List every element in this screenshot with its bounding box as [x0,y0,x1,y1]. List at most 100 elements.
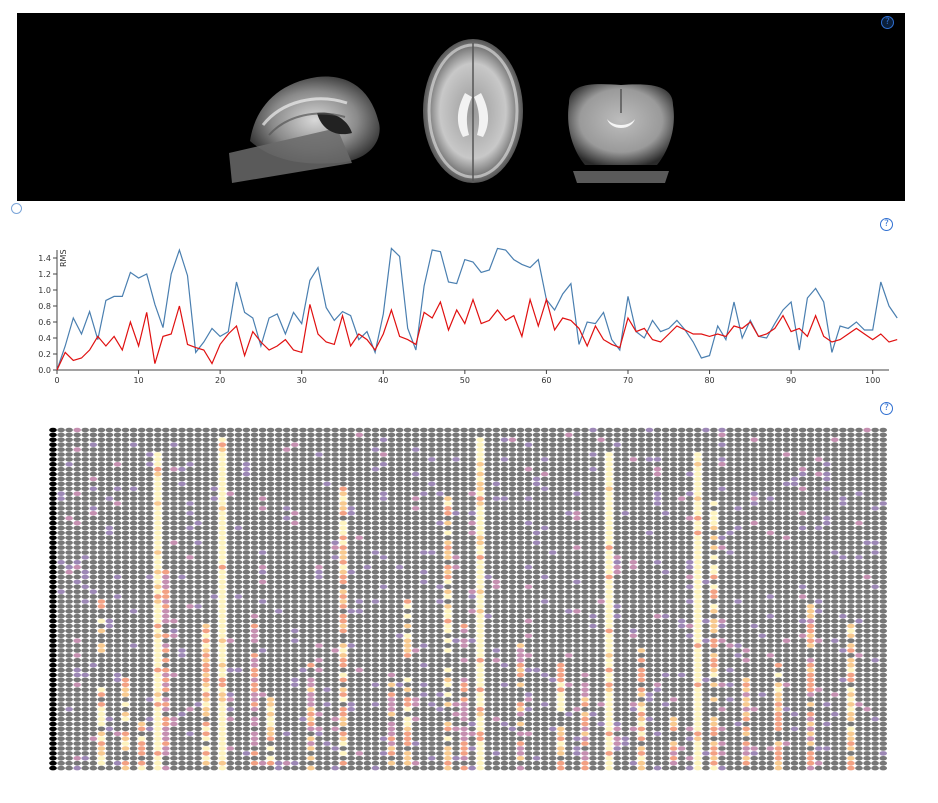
grid-dot [581,594,589,599]
grid-dot [234,579,243,585]
grid-dot [339,746,348,751]
grid-dot [178,589,186,594]
grid-dot [371,653,380,658]
grid-dot [73,765,81,771]
grid-dot [65,594,73,599]
grid-dot [105,731,114,737]
grid-dot [420,751,428,756]
grid-dot [323,726,331,732]
grid-dot [540,618,549,624]
grid-dot [532,555,541,560]
grid-dot [565,530,573,536]
grid-dot [420,697,428,702]
grid-dot [218,560,227,565]
grid-dot [379,623,388,629]
grid-dot [548,569,557,575]
grid-dot [605,481,613,487]
grid-dot [154,751,162,756]
grid-dot [468,481,476,487]
grid-dot [186,751,194,756]
grid-dot [476,466,485,472]
grid-dot [129,545,138,550]
grid-dot [202,437,210,443]
grid-dot [355,638,364,643]
grid-dot [113,560,122,565]
grid-dot [613,506,621,511]
grid-dot [565,437,573,443]
grid-dot [323,462,331,467]
grid-dot [548,760,557,766]
grid-dot [210,672,218,678]
grid-dot [97,623,106,629]
grid-dot [65,736,73,741]
grid-dot [452,511,460,516]
grid-dot [178,579,186,585]
grid-dot [210,457,218,462]
grid-dot [170,447,178,452]
grid-dot [371,628,380,634]
grid-dot [202,569,210,575]
grid-dot [460,540,468,545]
grid-dot [307,613,315,619]
grid-dot [113,736,122,741]
grid-dot [476,751,485,756]
grid-dot [154,599,162,604]
grid-dot [299,707,307,712]
help-icon-grid[interactable]: ? [880,402,893,415]
grid-dot [162,452,170,457]
grid-dot [307,574,315,580]
grid-dot [186,452,194,457]
grid-dot [508,643,517,648]
grid-dot [242,731,251,737]
grid-dot [452,751,460,756]
grid-dot [411,462,420,467]
grid-dot [274,471,283,477]
grid-dot [508,540,517,545]
grid-dot [557,662,565,668]
grid-dot [331,560,339,565]
grid-dot [81,672,89,678]
grid-dot [468,535,476,541]
grid-dot [403,726,412,732]
grid-dot [573,638,581,643]
grid-dot [81,486,89,492]
grid-dot [210,648,218,653]
grid-dot [444,540,452,545]
grid-dot [250,491,259,496]
grid-dot [170,462,178,467]
grid-dot [242,711,251,717]
grid-dot [508,579,517,585]
grid-dot [500,486,509,492]
grid-dot [105,594,114,599]
grid-dot [355,589,364,594]
grid-dot [347,496,356,501]
grid-dot [129,511,138,516]
grid-dot [162,618,170,624]
grid-dot [460,662,468,668]
grid-dot [548,520,557,526]
grid-dot [613,579,621,585]
grid-dot [97,638,106,643]
grid-dot [403,545,412,550]
grid-dot [371,452,380,457]
grid-dot [137,756,146,761]
grid-dot [194,550,202,555]
help-icon-chart[interactable]: ? [880,218,893,231]
help-icon-image[interactable]: ? [881,16,894,29]
grid-dot [379,564,388,570]
grid-dot [49,491,57,496]
slider-handle[interactable] [11,203,22,214]
grid-dot [258,457,267,462]
grid-dot [121,584,130,590]
grid-dot [299,604,307,609]
grid-dot [395,560,404,565]
grid-dot [89,756,98,761]
grid-dot [444,491,452,496]
grid-dot [347,711,356,717]
grid-dot [105,682,114,688]
grid-dot [508,564,517,570]
grid-dot [476,550,485,555]
grid-dot [524,584,533,590]
grid-dot [97,609,106,614]
grid-dot [428,687,436,692]
